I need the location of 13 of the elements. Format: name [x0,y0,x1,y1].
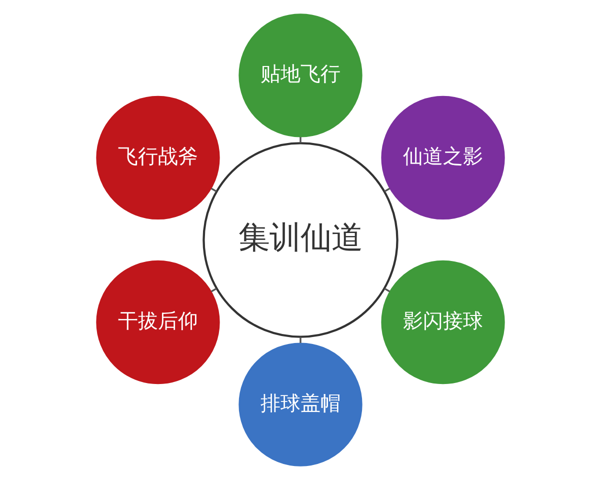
node-circle: 干拔后仰 [96,260,220,384]
node-circle: 影闪接球 [380,260,504,384]
node-circle: 仙道之影 [380,96,504,220]
node-circle: 飞行战斧 [96,96,220,220]
connector [299,137,301,143]
connector [210,288,216,292]
node-circle: 贴地飞行 [238,14,362,138]
node-circle: 排球盖帽 [238,342,362,466]
connector [299,337,301,343]
connector [210,188,216,192]
connector [384,188,390,192]
connector [384,288,390,292]
node-circle: 集训仙道 [202,142,398,338]
